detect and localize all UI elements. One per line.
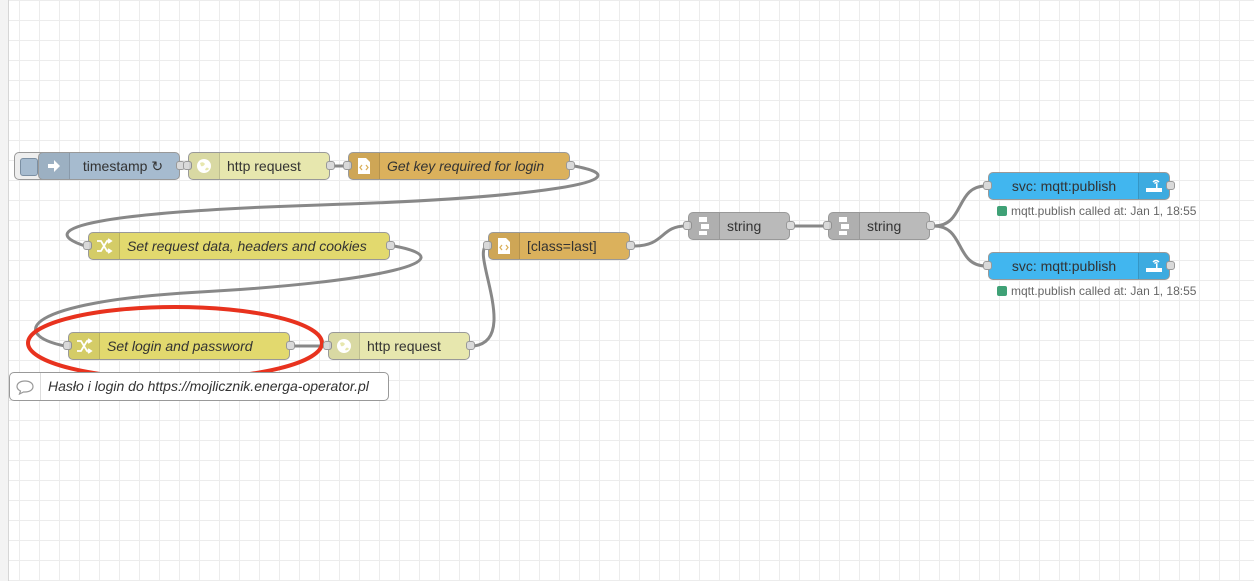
comment-node[interactable]: Hasło i login do https://mojlicznik.ener… [9, 372, 389, 401]
palette-edge [0, 0, 9, 581]
wire-string2-mqtt2 [932, 224, 988, 268]
node-label: [class=last] [527, 238, 597, 254]
node-mqtt-publish-2[interactable]: svc: mqtt:publish [983, 252, 1175, 280]
node-label: http request [227, 158, 301, 174]
input-port[interactable] [63, 341, 72, 350]
node-string-2[interactable]: string [823, 212, 935, 240]
node-timestamp[interactable]: timestamp ↻ [38, 152, 185, 180]
output-port[interactable] [286, 341, 295, 350]
arrow-in-icon [39, 153, 70, 179]
input-port[interactable] [343, 161, 352, 170]
node-mqtt-publish-1[interactable]: svc: mqtt:publish [983, 172, 1175, 200]
node-label: Set request data, headers and cookies [127, 238, 367, 254]
node-label: timestamp ↻ [82, 158, 164, 174]
router-wifi-icon [1138, 253, 1169, 279]
node-label: svc: mqtt:publish [1011, 178, 1117, 194]
output-port[interactable] [566, 161, 575, 170]
status-mqtt-1: mqtt.publish called at: Jan 1, 18:55 [997, 204, 1196, 218]
wire-string2-mqtt1 [932, 184, 988, 228]
router-wifi-icon [1138, 173, 1169, 199]
node-label: http request [367, 338, 441, 354]
node-http-request-2[interactable]: http request [323, 332, 475, 360]
node-string-1[interactable]: string [683, 212, 795, 240]
input-port[interactable] [183, 161, 192, 170]
input-port[interactable] [483, 241, 492, 250]
string-icon [829, 213, 860, 239]
output-port[interactable] [1166, 261, 1175, 270]
output-port[interactable] [786, 221, 795, 230]
node-label: svc: mqtt:publish [1011, 258, 1117, 274]
node-get-key[interactable]: Get key required for login [343, 152, 575, 180]
speech-bubble-icon [10, 373, 41, 400]
node-set-login-password[interactable]: Set login and password [63, 332, 295, 360]
wire-http2-classlast [472, 244, 496, 348]
output-port[interactable] [1166, 181, 1175, 190]
output-port[interactable] [926, 221, 935, 230]
html-code-icon [349, 153, 380, 179]
comment-label: Hasło i login do https://mojlicznik.ener… [48, 378, 369, 394]
input-port[interactable] [323, 341, 332, 350]
output-port[interactable] [386, 241, 395, 250]
globe-icon [329, 333, 360, 359]
input-port[interactable] [683, 221, 692, 230]
node-label: Get key required for login [387, 158, 545, 174]
globe-icon [189, 153, 220, 179]
input-port[interactable] [983, 181, 992, 190]
node-label: string [867, 218, 902, 234]
string-icon [689, 213, 720, 239]
input-port[interactable] [823, 221, 832, 230]
node-set-request-data[interactable]: Set request data, headers and cookies [83, 232, 395, 260]
status-text: mqtt.publish called at: Jan 1, 18:55 [1011, 284, 1197, 298]
status-dot [997, 206, 1007, 216]
node-http-request[interactable]: http request [183, 152, 335, 180]
output-port[interactable] [626, 241, 635, 250]
node-html-class-last[interactable]: [class=last] [483, 232, 635, 260]
output-port[interactable] [326, 161, 335, 170]
status-text: mqtt.publish called at: Jan 1, 18:55 [1011, 204, 1197, 218]
input-port[interactable] [983, 261, 992, 270]
node-label: Set login and password [107, 338, 253, 354]
shuffle-icon [89, 233, 120, 259]
status-mqtt-2: mqtt.publish called at: Jan 1, 18:55 [997, 284, 1196, 298]
output-port[interactable] [466, 341, 475, 350]
node-label: string [727, 218, 762, 234]
shuffle-icon [69, 333, 100, 359]
wire-classlast-string1 [632, 224, 688, 248]
wire-setrequest-setlogin [34, 244, 423, 348]
input-port[interactable] [83, 241, 92, 250]
wire-getkey-setrequest [65, 164, 600, 248]
status-dot [997, 286, 1007, 296]
html-code-icon [489, 233, 520, 259]
